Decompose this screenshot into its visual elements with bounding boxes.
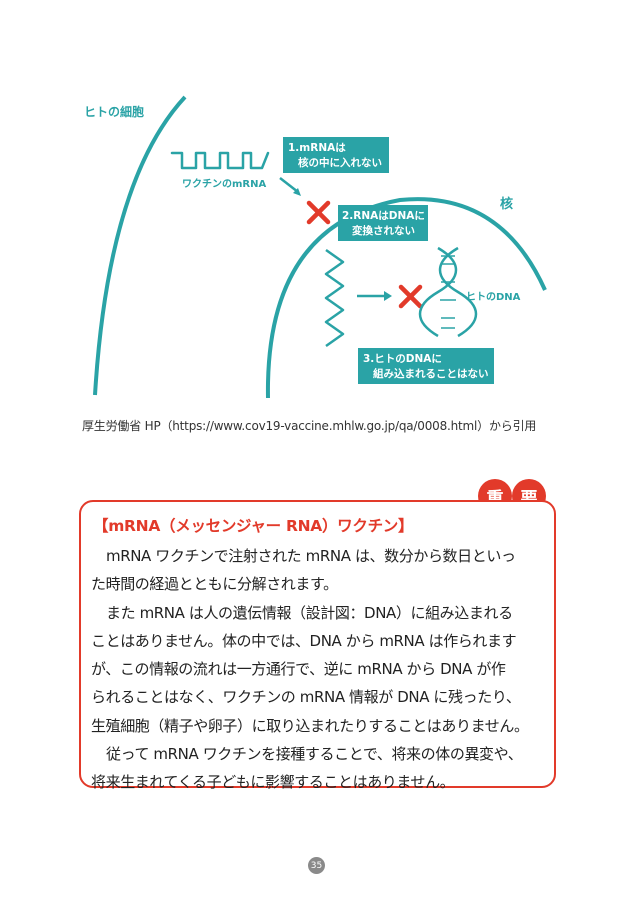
body-line: 従って mRNA ワクチンを接種することで、将来の体の異変や、 <box>106 745 523 764</box>
nucleus-membrane <box>265 197 547 399</box>
dna-helix-icon <box>418 246 478 338</box>
note-1-line-1: 1.mRNAは <box>288 142 346 154</box>
body-line: た時間の経過とともに分解されます。 <box>91 575 338 594</box>
note-2-line-2: 変換されない <box>352 224 415 237</box>
nucleus-label: 核 <box>500 196 513 212</box>
body-line: ことはありません。体の中では、DNA から mRNA は作られます <box>91 631 517 650</box>
note-box-3: 3.ヒトのDNAに 組み込まれることはない <box>358 348 494 384</box>
page-number: 35 <box>308 857 325 874</box>
cross-mark-icon <box>306 200 331 225</box>
arrow-to-nucleus-icon <box>279 177 299 193</box>
cell-membrane <box>93 95 187 396</box>
body-line: 生殖細胞（精子や卵子）に取り込まれたりすることはありません。 <box>91 716 529 735</box>
note-2-line-1: 2.RNAはDNAに <box>342 210 425 222</box>
rna-strand-icon <box>324 248 345 348</box>
cross-mark-icon <box>398 284 423 309</box>
important-box: 【mRNA（メッセンジャー RNA）ワクチン】 mRNA ワクチンで注射された … <box>79 500 556 791</box>
note-box-1: 1.mRNAは 核の中に入れない <box>283 137 389 173</box>
human-dna-label: ヒトのDNA <box>466 291 521 303</box>
body-line: られることはなく、ワクチンの mRNA 情報が DNA に残ったり、 <box>91 688 521 707</box>
body-line: が、この情報の流れは一方通行で、逆に mRNA から DNA が作 <box>91 660 506 679</box>
body-line: また mRNA は人の遺伝情報（設計図：DNA）に組み込まれる <box>106 603 513 622</box>
note-1-line-2: 核の中に入れない <box>298 156 382 169</box>
body-line: 将来生まれてくる子どもに影響することはありません。 <box>91 773 455 792</box>
body-line: mRNA ワクチンで注射された mRNA は、数分から数日といっ <box>106 547 516 565</box>
note-3-line-1: 3.ヒトのDNAに <box>363 353 442 365</box>
vaccine-mrna-strand-icon <box>170 151 270 170</box>
cell-label: ヒトの細胞 <box>84 104 144 119</box>
mrna-diagram: ヒトの細胞 核 ワクチンのmRNA 1.mRNAは 核の中に入れない 2.RNA… <box>84 95 547 399</box>
note-box-2: 2.RNAはDNAに 変換されない <box>338 205 428 241</box>
note-3-line-2: 組み込まれることはない <box>373 367 489 380</box>
source-caption: 厚生労働省 HP（https://www.cov19-vaccine.mhlw.… <box>82 419 537 433</box>
important-box-body: mRNA ワクチンで注射された mRNA は、数分から数日といっ た時間の経過と… <box>91 542 543 797</box>
important-box-title: 【mRNA（メッセンジャー RNA）ワクチン】 <box>93 517 414 535</box>
vaccine-mrna-label: ワクチンのmRNA <box>182 178 266 190</box>
